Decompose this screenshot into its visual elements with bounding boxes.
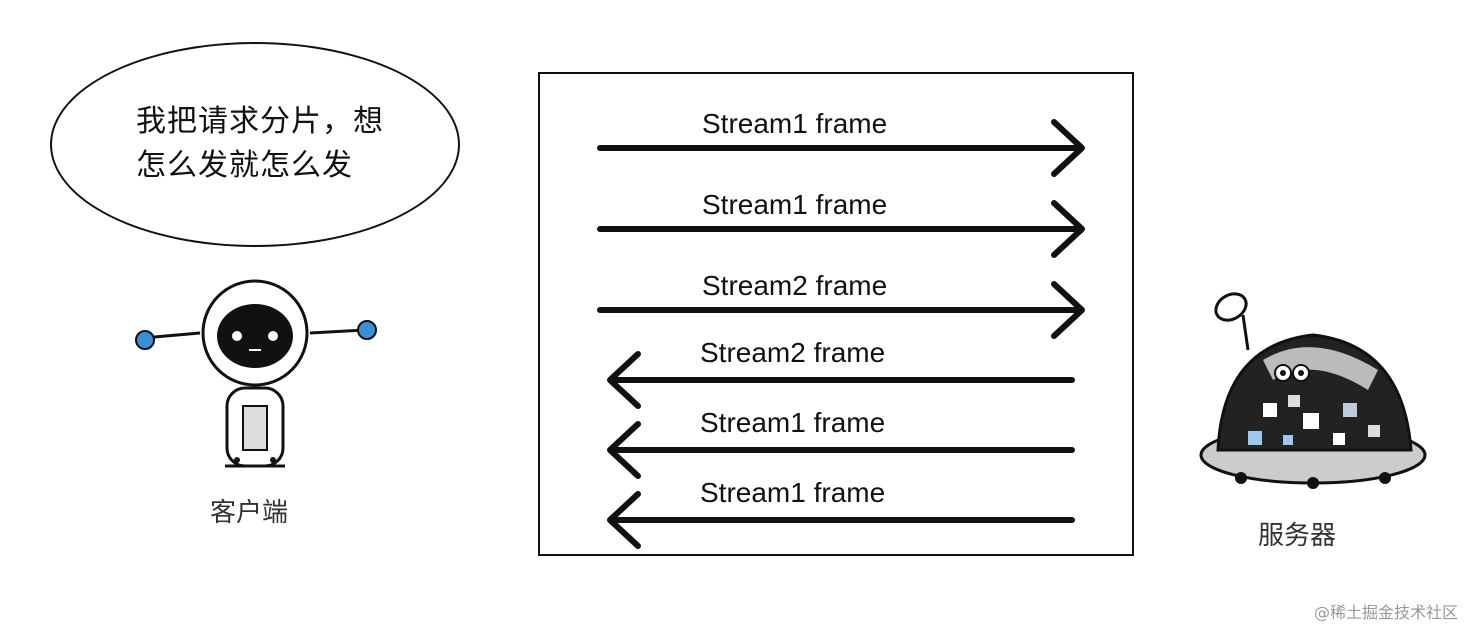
client-robot-icon bbox=[135, 279, 377, 468]
watermark: @稀土掘金技术社区 bbox=[1313, 603, 1458, 622]
frame-label-1: Stream1 frame bbox=[702, 108, 888, 139]
frame-arrow-1 bbox=[597, 119, 1085, 177]
frame-label-2: Stream1 frame bbox=[702, 189, 888, 220]
frame-arrow-2 bbox=[597, 200, 1085, 258]
frame-arrow-3 bbox=[597, 281, 1085, 339]
speech-bubble bbox=[50, 42, 460, 247]
frame-label-3: Stream2 frame bbox=[702, 270, 888, 301]
frame-arrow-4 bbox=[607, 351, 1075, 409]
frame-arrow-6 bbox=[607, 491, 1075, 549]
client-label: 客户端 bbox=[210, 498, 289, 528]
frame-box bbox=[538, 72, 1134, 556]
frame-label-5: Stream1 frame bbox=[700, 407, 886, 438]
speech-line-1: 我把请求分片，想 bbox=[136, 104, 384, 139]
frame-arrow-5 bbox=[607, 421, 1075, 479]
server-robot-icon bbox=[1199, 292, 1427, 489]
frame-label-4: Stream2 frame bbox=[700, 337, 886, 368]
frame-label-6: Stream1 frame bbox=[700, 477, 886, 508]
server-label: 服务器 bbox=[1258, 521, 1337, 551]
speech-bubble-text: 我把请求分片，想 怎么发就怎么发 bbox=[136, 100, 436, 188]
speech-line-2: 怎么发就怎么发 bbox=[136, 148, 353, 183]
